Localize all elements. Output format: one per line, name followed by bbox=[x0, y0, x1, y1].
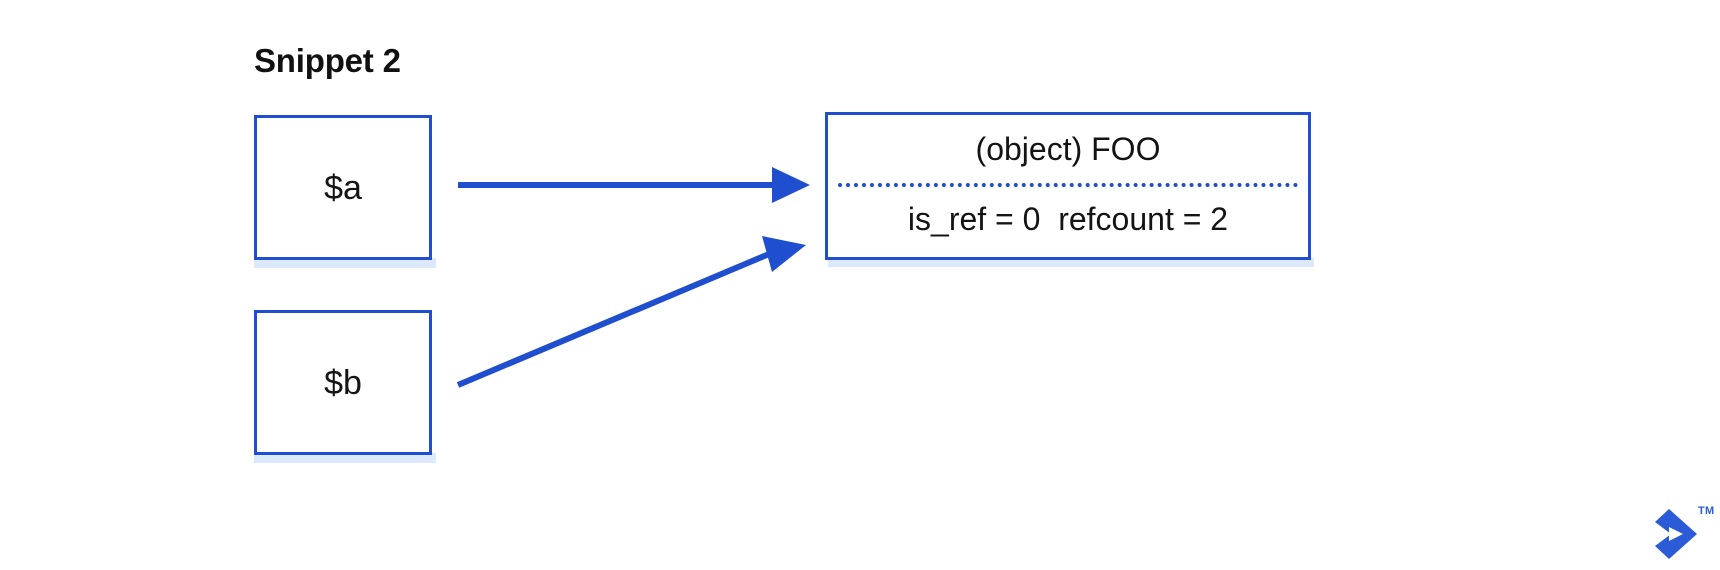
variable-box-a[interactable]: $a bbox=[254, 115, 432, 260]
variable-label-b: $b bbox=[324, 363, 362, 402]
page-title: Snippet 2 bbox=[254, 42, 401, 79]
box-shadow-a bbox=[254, 258, 436, 268]
toptal-chevron-logo bbox=[1655, 509, 1697, 559]
variable-label-a: $a bbox=[324, 168, 362, 207]
arrow-a-to-foo bbox=[458, 167, 810, 203]
variable-box-b[interactable]: $b bbox=[254, 310, 432, 455]
box-shadow-b bbox=[254, 453, 436, 463]
object-divider bbox=[838, 183, 1298, 187]
object-metadata: is_ref = 0 refcount = 2 bbox=[907, 201, 1229, 237]
trademark-mark: TM bbox=[1698, 505, 1715, 517]
object-box-foo[interactable]: (object) FOO is_ref = 0 refcount = 2 bbox=[825, 112, 1311, 260]
object-title: (object) FOO bbox=[975, 131, 1161, 167]
box-shadow-object bbox=[828, 258, 1314, 267]
arrow-b-to-foo bbox=[456, 236, 806, 388]
